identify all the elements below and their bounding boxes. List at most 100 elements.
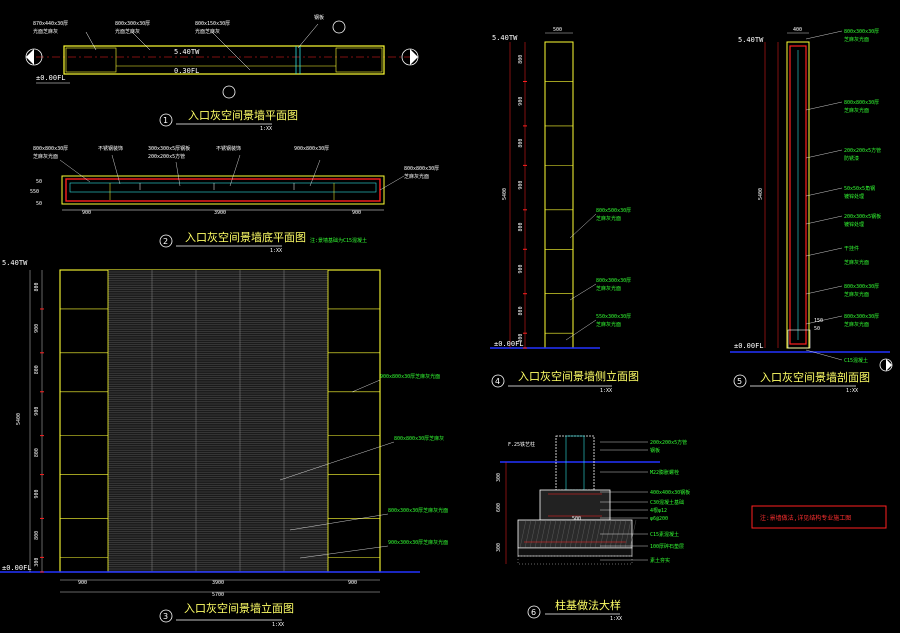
v4-dim-v: 800 bbox=[518, 306, 524, 315]
hatch-line bbox=[544, 519, 552, 549]
v5-callout: 200x200x5方管 bbox=[844, 147, 881, 154]
v4-dim-v: 800 bbox=[518, 139, 524, 148]
v1-label-4: 光面芝麻灰 bbox=[33, 28, 58, 35]
v2-scale: 1:XX bbox=[270, 248, 282, 254]
v5-callout: 芝麻灰光面 bbox=[844, 291, 869, 298]
v3-dim-h-0: 900 bbox=[78, 580, 87, 586]
v5-callout: 镀锌处理 bbox=[844, 193, 864, 200]
v1-label-6: 光面芝麻灰 bbox=[195, 28, 220, 35]
v3-total-v: 5400 bbox=[16, 413, 22, 425]
v4-dim-v: 900 bbox=[518, 97, 524, 106]
v4-callout-0: 800x500x30厚 bbox=[596, 208, 631, 214]
v5-callout: 200x300x5钢板 bbox=[844, 213, 881, 220]
v1-label-5: 光面芝麻灰 bbox=[115, 28, 140, 35]
v4-callout-3: 芝麻灰光面 bbox=[596, 285, 621, 292]
v4-level-top: 5.40TW bbox=[492, 34, 518, 42]
v3-dim-v: 800 bbox=[34, 448, 40, 457]
v5-dim-1: 50 bbox=[814, 326, 820, 332]
v2-dim-5: 50 bbox=[36, 201, 42, 207]
v4-dim-v: 900 bbox=[518, 264, 524, 273]
v5-callout: 800x300x30厚 bbox=[844, 284, 879, 290]
hatch-line bbox=[579, 519, 587, 549]
v5-callout: 50x50x5角钢 bbox=[844, 185, 875, 192]
legend-text: 注:景墙做法,详见结构专业施工图 bbox=[760, 514, 851, 522]
v3-dim-v: 900 bbox=[34, 324, 40, 333]
v3-dim-v: 900 bbox=[34, 407, 40, 416]
leader-line bbox=[805, 285, 843, 295]
v1-scale: 1:XX bbox=[260, 126, 272, 132]
legend-box: 注:景墙做法,详见结构专业施工图 bbox=[751, 505, 887, 529]
v5-callout: 镀锌处理 bbox=[844, 221, 864, 228]
v4-callout-5: 芝麻灰光面 bbox=[596, 321, 621, 328]
v4-dim-v: 800 bbox=[518, 55, 524, 64]
v5-callout: 芝麻灰光面 bbox=[844, 321, 869, 328]
hatch-line bbox=[559, 519, 567, 549]
v6-label: 4根φ12 bbox=[650, 507, 667, 514]
v3-level-top: 5.40TW bbox=[2, 259, 28, 267]
v4-dim-v: 300 bbox=[518, 334, 524, 343]
v4-level-base: ±0.00FL bbox=[494, 340, 524, 348]
view-2-base-plan: 900 3900 900 550 50 50 800x800x30厚 芝麻灰光面… bbox=[30, 145, 439, 254]
view-5-section: 400 5.40TW ±0.00FL 5400 150 50 800x300x3… bbox=[730, 27, 893, 394]
v4-callout-4: 550x300x30厚 bbox=[596, 314, 631, 320]
v5-callout: 干挂件 bbox=[844, 245, 859, 252]
v6-label: M22膨胀螺栓 bbox=[650, 469, 679, 476]
v4-total-v: 5400 bbox=[502, 188, 508, 200]
v2-title: 入口灰空间景墙底平面图 bbox=[185, 230, 306, 244]
v5-level-top: 5.40TW bbox=[738, 36, 764, 44]
v5-callout: 800x300x30厚 bbox=[844, 29, 879, 35]
v1-level-base: ±0.00FL bbox=[36, 74, 66, 82]
v6-number: 6 bbox=[531, 608, 536, 617]
hatch-line bbox=[594, 519, 602, 549]
v6-label: C15素混凝土 bbox=[650, 531, 679, 538]
v6-dim-2: 300 bbox=[496, 543, 502, 552]
v2-label-4: 200x200x5方管 bbox=[148, 153, 185, 160]
hatch-line bbox=[554, 519, 562, 549]
leader-line bbox=[805, 315, 843, 325]
v2-label-8: 芝麻灰光面 bbox=[404, 173, 429, 180]
v2-label-3: 300x300x5厚钢板 bbox=[148, 145, 190, 152]
v3-callout-0: 900x800x30厚芝麻灰光面 bbox=[380, 373, 440, 380]
v1-label-1: 800x300x30厚 bbox=[115, 21, 150, 27]
hatch-line bbox=[564, 519, 572, 549]
v5-number: 5 bbox=[737, 377, 742, 386]
v3-stone-joints bbox=[60, 270, 380, 572]
hatch-line bbox=[529, 519, 537, 549]
v4-callout-2: 800x300x30厚 bbox=[596, 278, 631, 284]
v5-callout: 防锈漆 bbox=[844, 155, 859, 162]
v2-dim-4: 50 bbox=[36, 179, 42, 185]
v4-scale: 1:XX bbox=[600, 388, 612, 394]
v6-label: 400x400x30钢板 bbox=[650, 489, 690, 496]
v1-number: 1 bbox=[163, 116, 168, 125]
v5-total-v: 5400 bbox=[758, 188, 764, 200]
hatch-line bbox=[569, 519, 577, 549]
leader-line bbox=[805, 187, 843, 197]
hatch-line bbox=[574, 519, 582, 549]
v3-hatch-lines bbox=[108, 271, 328, 572]
v2-dim-3: 550 bbox=[30, 189, 39, 195]
v6-dim-1: 600 bbox=[496, 503, 502, 512]
hatch-line bbox=[584, 519, 592, 549]
v1-title: 入口灰空间景墙平面图 bbox=[188, 108, 298, 122]
v6-label: 钢板 bbox=[650, 447, 660, 454]
hatch-line bbox=[524, 519, 532, 549]
v5-title: 入口灰空间景墙剖面图 bbox=[760, 370, 870, 384]
view-1-plan: 870x440x30厚 800x300x30厚 800x150x30厚 钢板 光… bbox=[25, 14, 419, 132]
v3-callout-2: 800x300x30厚芝麻灰光面 bbox=[388, 507, 448, 514]
v1-level-mid: 0.30FL bbox=[174, 67, 199, 75]
v5-level-base: ±0.00FL bbox=[734, 342, 764, 350]
v5-callout: 芝麻灰光面 bbox=[844, 36, 869, 43]
v5-dim-0: 150 bbox=[814, 318, 823, 324]
v3-dim-v: 300 bbox=[34, 558, 40, 567]
v5-callout: 800x300x30厚 bbox=[844, 314, 879, 320]
v3-dim-h-1: 3900 bbox=[212, 580, 224, 586]
v2-number: 2 bbox=[163, 237, 168, 246]
hatch-line bbox=[534, 519, 542, 549]
v2-dim-2: 900 bbox=[352, 210, 361, 216]
v5-callout: C15混凝土 bbox=[844, 357, 868, 364]
